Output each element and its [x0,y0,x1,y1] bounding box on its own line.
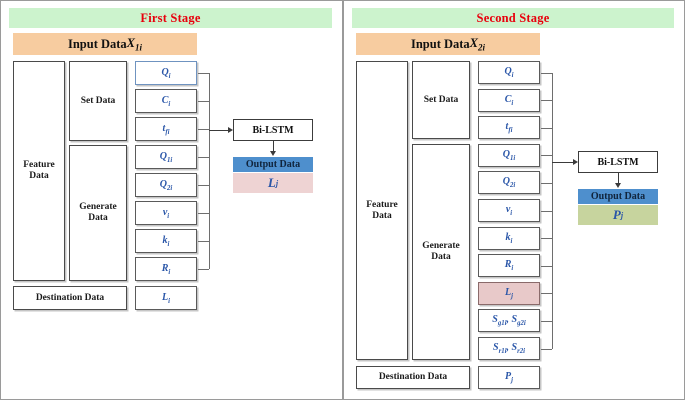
variable-box-tfi: tfi [135,117,197,141]
connector-stub [541,320,552,322]
connector-stub [541,210,552,212]
bi-lstm-box-first-stage: Bi-LSTM [233,119,313,141]
variable-box-Ri: Ri [135,257,197,281]
bi-lstm-box-second-stage: Bi-LSTM [578,151,658,173]
destination-variable-box: Pj [478,365,540,389]
set-data-group-first-stage: Set Data [69,61,127,141]
connector-stub [541,155,552,157]
variable-box-ki: ki [478,226,540,250]
variable-box-Ci: Ci [478,88,540,112]
arrowhead-to-output [615,183,621,188]
connector-stub [541,72,552,74]
connector-stub [198,101,209,102]
input-data-symbol: X2i [469,35,486,53]
input-data-bar-second-stage: Input Data X2i [356,33,540,55]
variable-box-Q1i: Q1i [135,145,197,169]
variable-box-Q1i: Q1i [478,143,540,167]
variable-box-Ri: Ri [478,254,540,278]
variable-box-vi: vi [135,201,197,225]
connector-stub [541,182,552,184]
variable-box-Sr1i: Sr1i, Sr2i [478,337,540,360]
destination-data-group-first-stage: Destination Data [13,286,127,310]
destination-data-group-second-stage: Destination Data [356,365,470,389]
connector-stub [198,185,209,186]
output-data-band-second-stage: Output Data [578,189,658,204]
input-data-bar-first-stage: Input Data X1i [13,33,197,55]
variable-box-Sg1i: Sg1i, Sg2i [478,309,540,333]
arrowhead-to-model [228,127,233,133]
arrowhead-to-output [270,151,276,156]
variable-box-Q2i: Q2i [478,171,540,195]
connector-bus-to-model [552,162,573,164]
connector-stub [198,157,209,158]
connector-stub [541,293,552,295]
connector-stub [198,129,209,130]
stage-header-first-stage: First Stage [9,8,332,28]
connector-stub [198,269,209,270]
variable-box-Lj: Lj [478,281,540,305]
set-data-group-second-stage: Set Data [412,61,470,140]
arrowhead-to-model [573,159,578,165]
variable-box-tfi: tfi [478,116,540,140]
output-data-band-first-stage: Output Data [233,157,313,172]
input-data-symbol: X1i [126,35,143,53]
connector-stub [198,213,209,214]
connector-bus-vertical [209,73,210,269]
connector-bus-to-model [209,130,228,132]
connector-model-to-output [618,173,620,184]
connector-stub [541,238,552,240]
variable-box-vi: vi [478,199,540,222]
variable-box-ki: ki [135,229,197,253]
input-data-label: Input Data [67,36,127,51]
connector-stub [541,100,552,102]
connector-stub [541,127,552,129]
input-data-label: Input Data [410,36,470,51]
variable-box-Ci: Ci [135,89,197,113]
destination-variable-box: Li [135,286,197,310]
variable-box-Q2i: Q2i [135,173,197,197]
variable-box-Qi: Qi [478,61,540,84]
connector-model-to-output [273,141,275,152]
connector-stub [198,241,209,242]
variable-box-Qi: Qi [135,61,197,85]
connector-stub [541,265,552,267]
connector-bus-vertical [552,72,553,349]
connector-stub [198,73,209,74]
stage-header-second-stage: Second Stage [352,8,674,28]
connector-stub [541,348,552,350]
